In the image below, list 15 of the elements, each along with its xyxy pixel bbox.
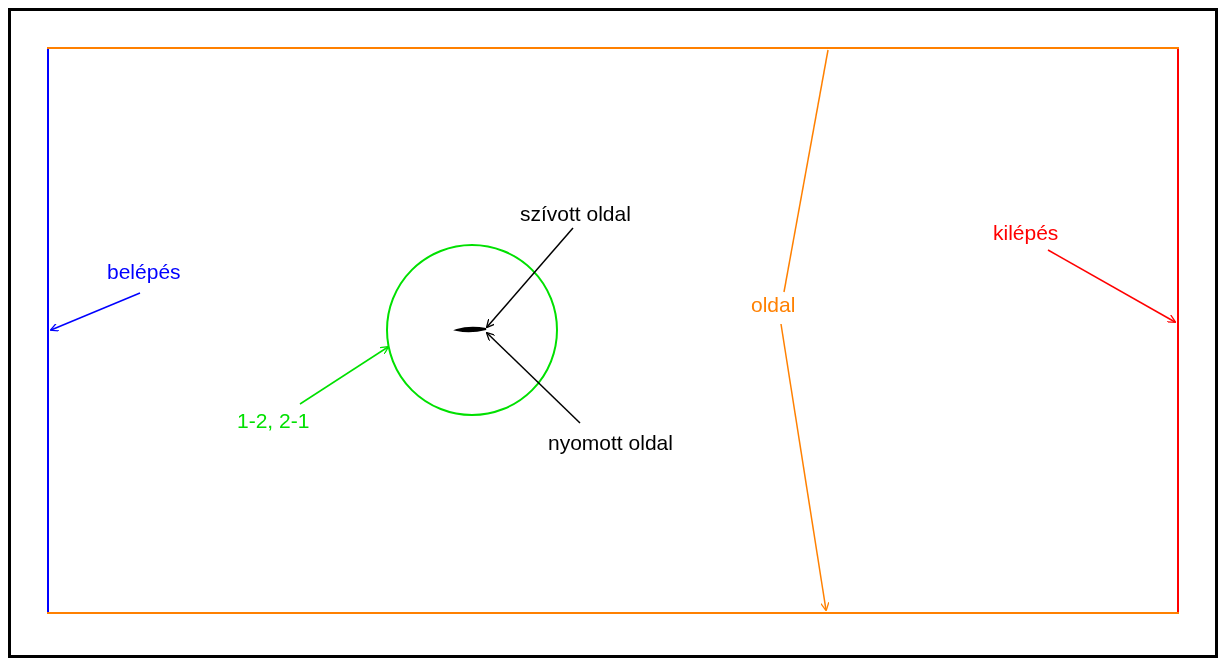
leader-line: [783, 49, 829, 293]
leader-arrow: [49, 292, 141, 332]
leader-arrow: [299, 345, 390, 405]
interface-circle: [386, 244, 558, 416]
boundary-label: nyomott oldal: [548, 431, 673, 455]
leader-arrow: [485, 227, 574, 329]
leader-arrow: [780, 323, 830, 612]
boundary-label: belépés: [107, 260, 181, 284]
leader-arrow: [1047, 249, 1177, 324]
boundary-label: 1-2, 2-1: [237, 409, 310, 433]
boundary-label: kilépés: [993, 221, 1059, 245]
airfoil-profile: [456, 326, 487, 333]
boundary-label: oldal: [751, 293, 796, 317]
boundary-label: szívott oldal: [520, 202, 631, 226]
leader-arrow: [485, 331, 581, 424]
